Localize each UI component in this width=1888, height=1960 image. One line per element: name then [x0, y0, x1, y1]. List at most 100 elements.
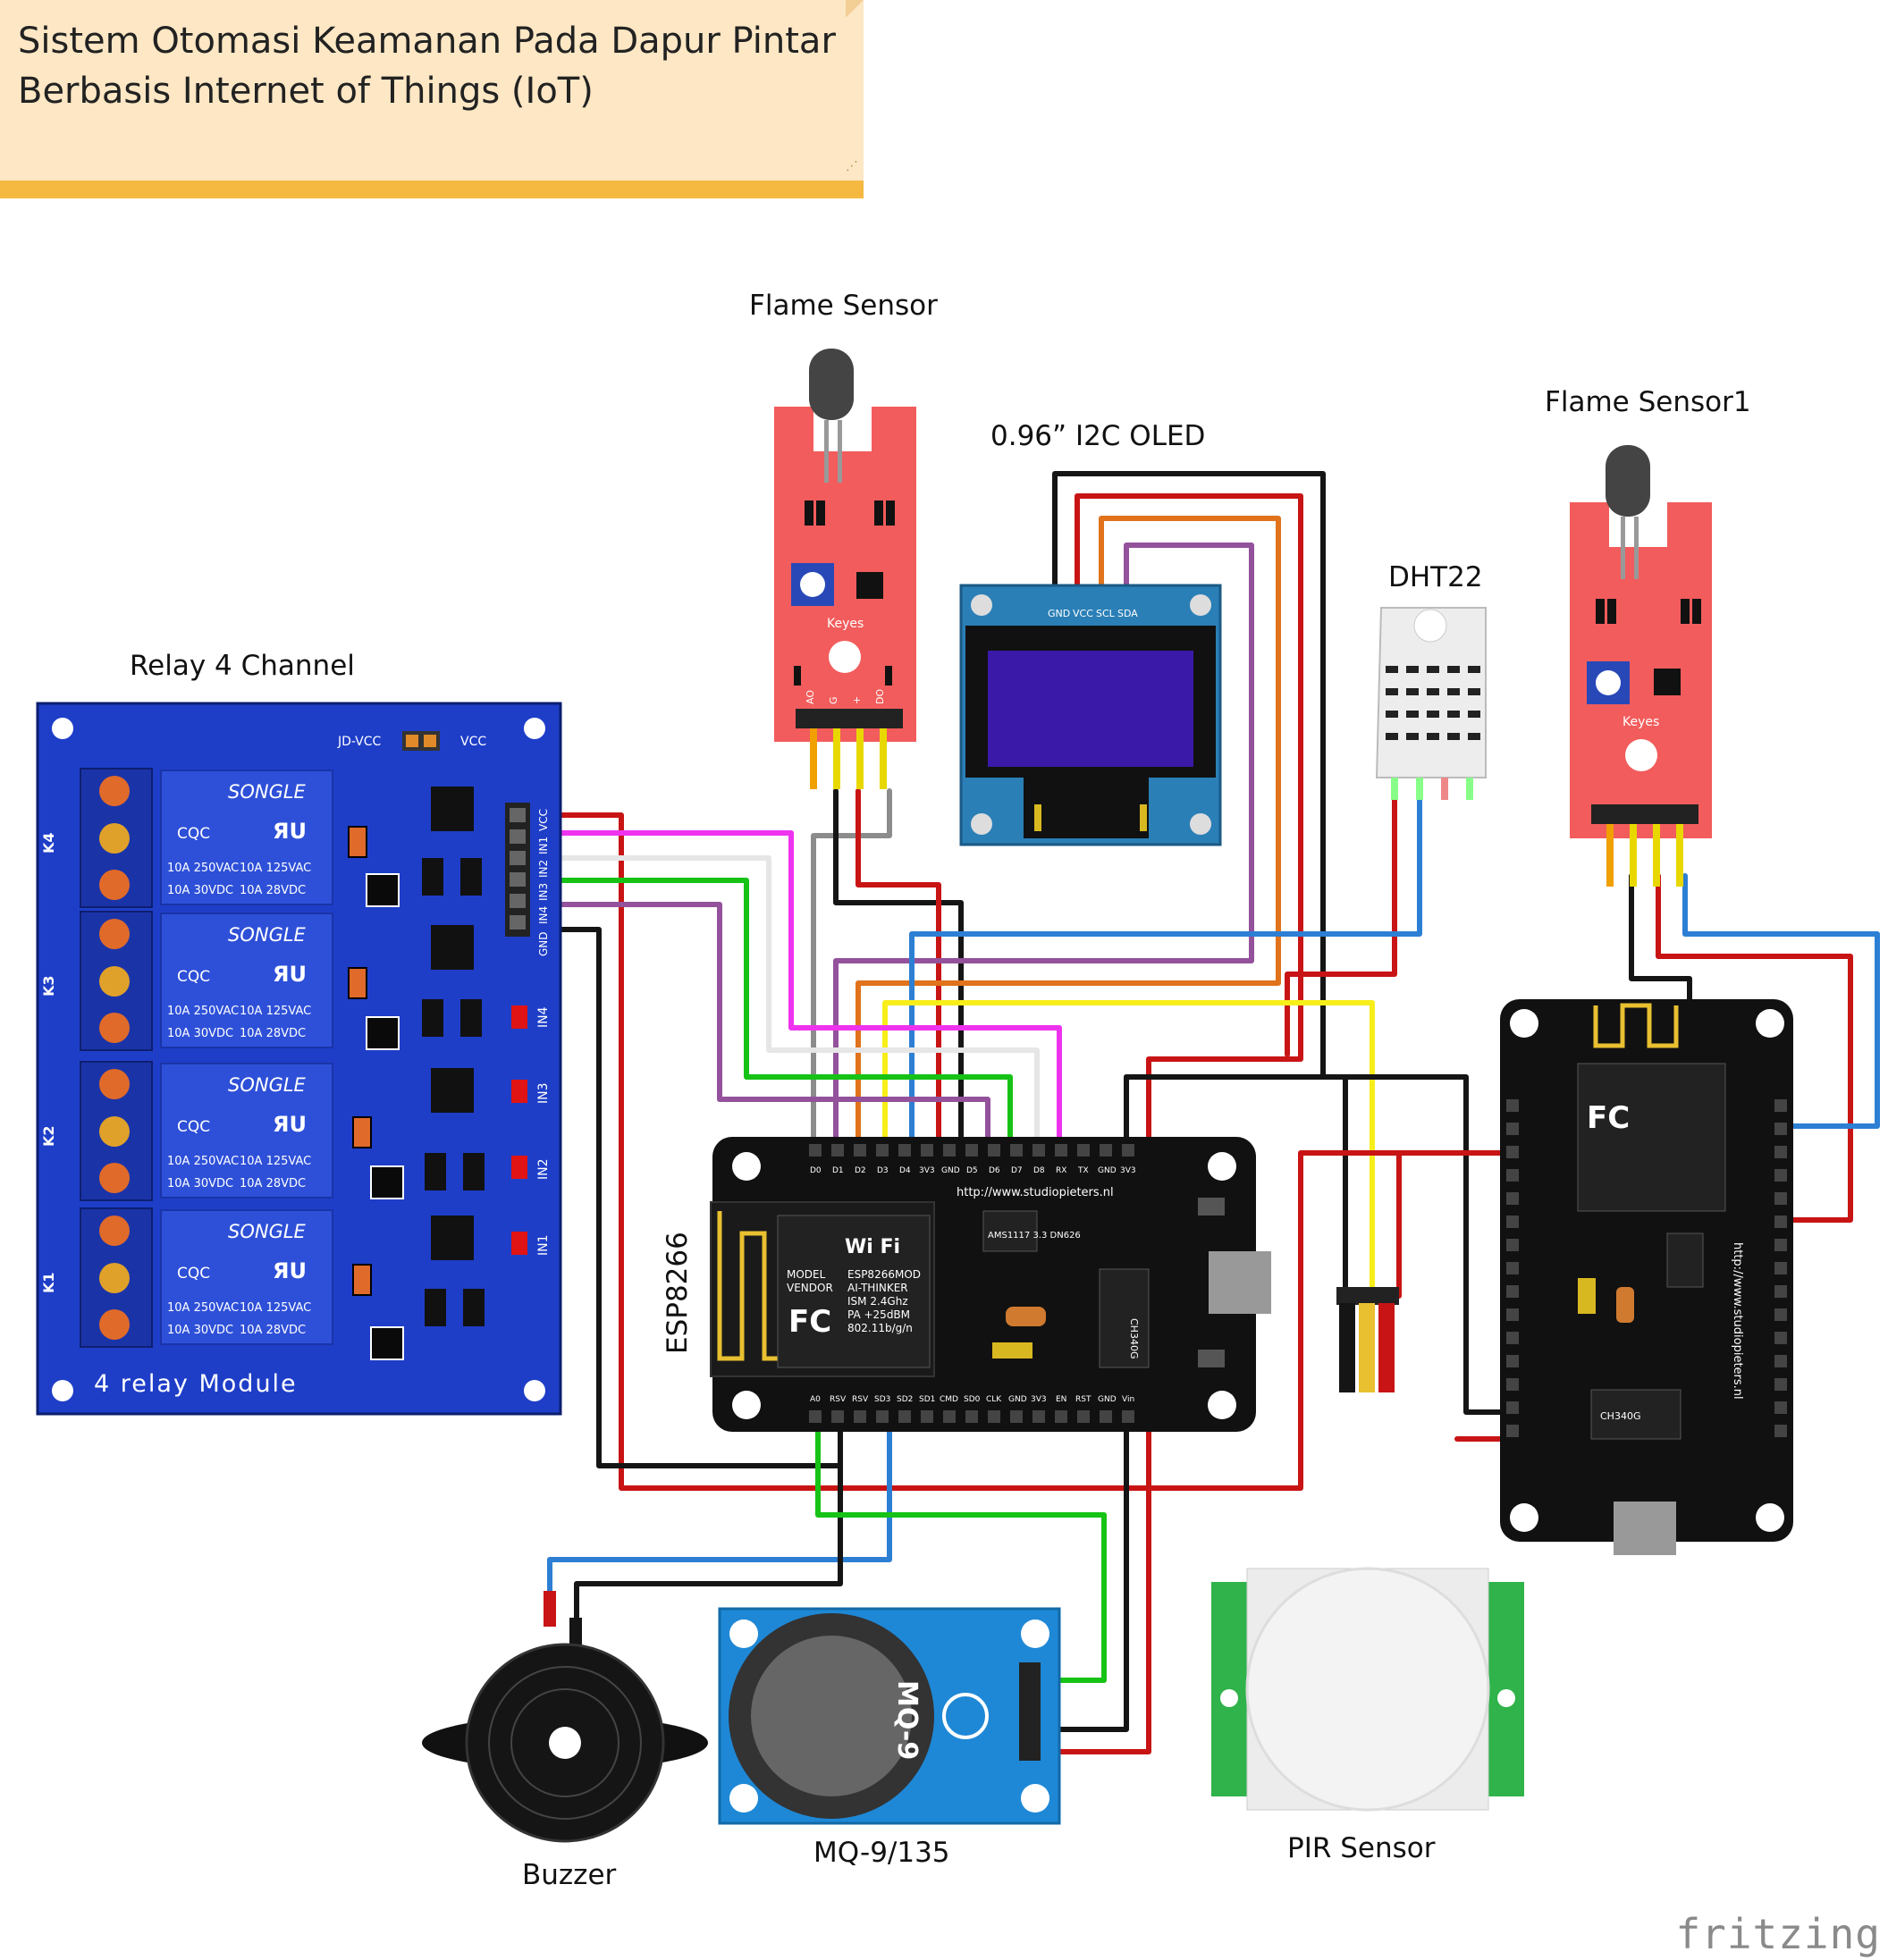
mq-sensor-label: MQ-9	[891, 1680, 923, 1760]
relay-channel-k3: SONGLE CQC ЯU 10A 250VAC 10A 125VAC 10A …	[40, 911, 333, 1051]
pin-gnd: GND	[1098, 1395, 1117, 1404]
oled-pin-sda: SDA	[1117, 608, 1138, 619]
pin-rsv: RSV	[830, 1395, 847, 1404]
pin-vin: Vin	[1122, 1395, 1134, 1404]
relay-cert: CQC	[177, 1265, 210, 1283]
channel-label-k4: K4	[40, 832, 57, 854]
wire-buzzer-black	[574, 1418, 843, 1620]
wire-relay-in2	[516, 855, 1040, 1147]
relay-spec-2b: 10A 28VDC	[240, 1027, 306, 1040]
label-oled: 0.96” I2C OLED	[990, 420, 1205, 452]
relay-spec-1b: 10A 125VAC	[240, 1301, 311, 1315]
pin-gnd: GND	[1008, 1395, 1027, 1404]
flame1-pin-header	[1591, 804, 1698, 824]
esp2-url: http://www.studiopieters.nl	[1731, 1242, 1744, 1400]
pin-d2: D2	[855, 1166, 866, 1175]
flame-sensor-1[interactable]: Keyes	[1570, 445, 1712, 887]
flash-button	[1198, 1350, 1225, 1367]
pin-label-in1: IN1	[537, 837, 550, 854]
wire-pir-red	[1396, 1150, 1509, 1442]
relay-channel-k2: SONGLE CQC ЯU 10A 250VAC 10A 125VAC 10A …	[40, 1061, 333, 1201]
esp-module-line2: AI-THINKER	[847, 1282, 908, 1294]
resize-grip-icon[interactable]: ⋰	[846, 159, 858, 173]
optocoupler-chip	[431, 925, 474, 970]
mq-gas-sensor[interactable]: MQ-9	[718, 1607, 1061, 1825]
wire-flame1-blue	[1682, 873, 1880, 1129]
note-title: Sistem Otomasi Keamanan Pada Dapur Pinta…	[18, 21, 836, 112]
relay-spec-1a: 10A 250VAC	[167, 1005, 239, 1018]
relay-ul: ЯU	[273, 962, 307, 987]
label-flame-sensor: Flame Sensor	[749, 290, 938, 322]
pin-sd2: SD2	[897, 1395, 913, 1404]
esp-usb-chip: CH340G	[1128, 1318, 1140, 1359]
pin-clk: CLK	[986, 1395, 1002, 1404]
pin-sd0: SD0	[964, 1395, 981, 1404]
pin-3v3: 3V3	[1031, 1395, 1047, 1404]
wifi-logo: Wi Fi	[845, 1236, 900, 1258]
pin-rsv: RSV	[852, 1395, 869, 1404]
relay-spec-1a: 10A 250VAC	[167, 862, 239, 875]
label-mq: MQ-9/135	[813, 1837, 950, 1869]
pin-d1: D1	[832, 1166, 844, 1175]
esp-module-line1: ESP8266MOD	[847, 1268, 921, 1281]
wire-oled-purple	[833, 543, 1254, 1147]
pin-label-in2: IN2	[537, 860, 550, 878]
wire-flame1-red	[1656, 873, 1853, 1223]
status-led	[511, 1232, 527, 1255]
relay-cert: CQC	[177, 1118, 210, 1136]
oled-display[interactable]: GND VCC SCL SDA	[959, 584, 1222, 846]
relay-ul: ЯU	[273, 1112, 307, 1137]
pin-rx: RX	[1056, 1166, 1066, 1175]
pin-sd1: SD1	[919, 1395, 935, 1404]
label-esp8266: ESP8266	[662, 1232, 694, 1354]
esp-module-line5: 802.11b/g/n	[847, 1322, 913, 1334]
oled-pin-gnd: GND	[1048, 608, 1070, 619]
title-note[interactable]: Sistem Otomasi Keamanan Pada Dapur Pinta…	[0, 0, 864, 198]
pin-d3: D3	[877, 1166, 889, 1175]
fritzing-logo: fritzing	[1675, 1910, 1881, 1958]
esp2-usb-chip: CH340G	[1600, 1410, 1640, 1422]
power-icon	[942, 1693, 989, 1739]
esp8266-main[interactable]: MODEL VENDOR ESP8266MOD AI-THINKER ISM 2…	[710, 1137, 1271, 1432]
pir-sensor[interactable]	[1211, 1287, 1524, 1812]
relay-spec-1a: 10A 250VAC	[167, 1301, 239, 1315]
note-fold	[846, 0, 864, 18]
buzzer[interactable]	[422, 1591, 708, 1843]
relay-cert: CQC	[177, 825, 210, 843]
esp-bottom-pins	[809, 1410, 1134, 1423]
status-led	[511, 1156, 527, 1179]
pin-gnd: GND	[1098, 1166, 1117, 1175]
flame-sensor[interactable]: Keyes AO G + DO	[774, 349, 916, 789]
wire-oled-red	[1075, 493, 1303, 1147]
esp8266-second[interactable]: FC CH340G http://www.studiopieters.nl	[1500, 999, 1793, 1555]
relay-spec-2b: 10A 28VDC	[240, 884, 306, 897]
comparator-chip	[1654, 669, 1681, 695]
wire-relay-vcc	[516, 812, 1402, 1491]
wire-relay-in4	[516, 902, 990, 1147]
fc-logo: FC	[1587, 1100, 1630, 1136]
pin-label-gnd: GND	[537, 931, 550, 956]
relay-ul: ЯU	[273, 819, 307, 844]
relay-module[interactable]: JD-VCC VCC SONGLE CQC ЯU 10A 250VAC 10A …	[36, 702, 562, 1416]
wire-mq-black	[1030, 1418, 1129, 1732]
flame-pin-plus: +	[851, 696, 863, 704]
pin-d5: D5	[966, 1166, 978, 1175]
esp-module-line4: PA +25dBM	[847, 1308, 910, 1321]
dht22-sensor[interactable]	[1375, 607, 1487, 800]
esp-regulator: AMS1117 3.3 DN626	[988, 1231, 1081, 1241]
pin-tx: TX	[1077, 1166, 1089, 1175]
mq-pin-header	[1019, 1662, 1041, 1761]
flame-brand: Keyes	[827, 617, 864, 631]
pin-gnd: GND	[941, 1166, 960, 1175]
flame-pin-ao: AO	[805, 690, 816, 704]
label-pir: PIR Sensor	[1287, 1832, 1436, 1864]
wire-gnd-bus	[1124, 1074, 1509, 1415]
esp-model: MODEL	[787, 1268, 826, 1281]
relay-channel-k4: SONGLE CQC ЯU 10A 250VAC 10A 125VAC 10A …	[40, 768, 333, 908]
flame-pin-g: G	[828, 696, 839, 704]
pir-lens	[1245, 1567, 1490, 1812]
note-bar	[0, 181, 864, 198]
pin-en: EN	[1056, 1395, 1066, 1404]
wire-yellow	[882, 1000, 1375, 1299]
